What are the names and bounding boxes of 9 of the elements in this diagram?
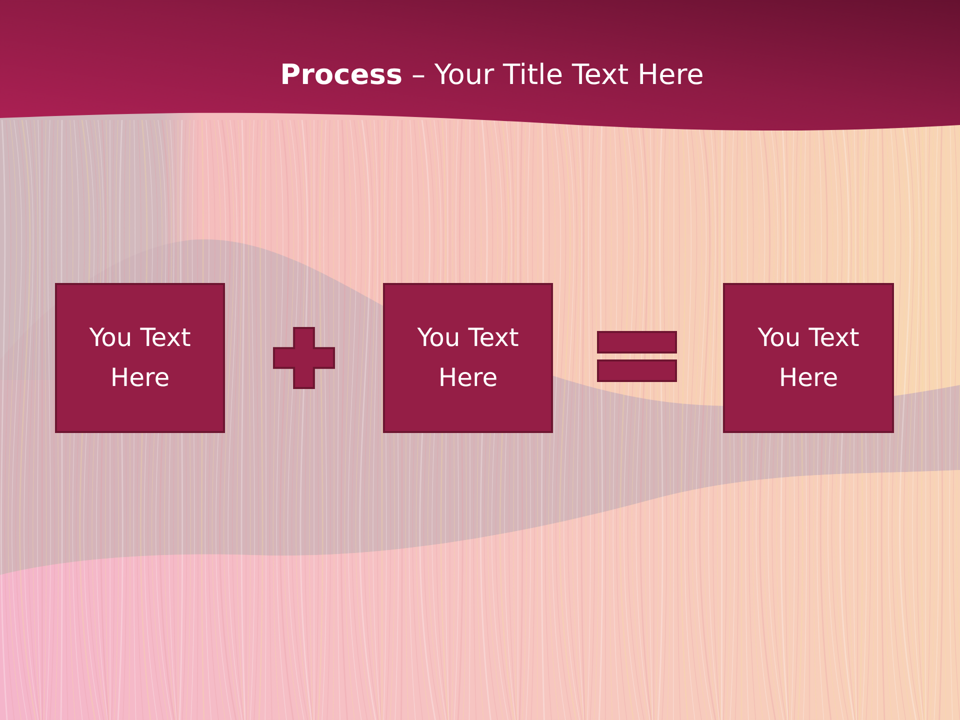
equals-icon [597,331,677,382]
box-text: You Text Here [88,322,192,394]
plus-icon [273,327,335,389]
box-text: You Text Here [756,322,860,394]
process-box [723,283,894,433]
box-text: You Text Here [416,322,520,394]
title: Process – Your Title Text Here [279,57,705,93]
process-box [55,283,225,433]
process-box [383,283,553,433]
